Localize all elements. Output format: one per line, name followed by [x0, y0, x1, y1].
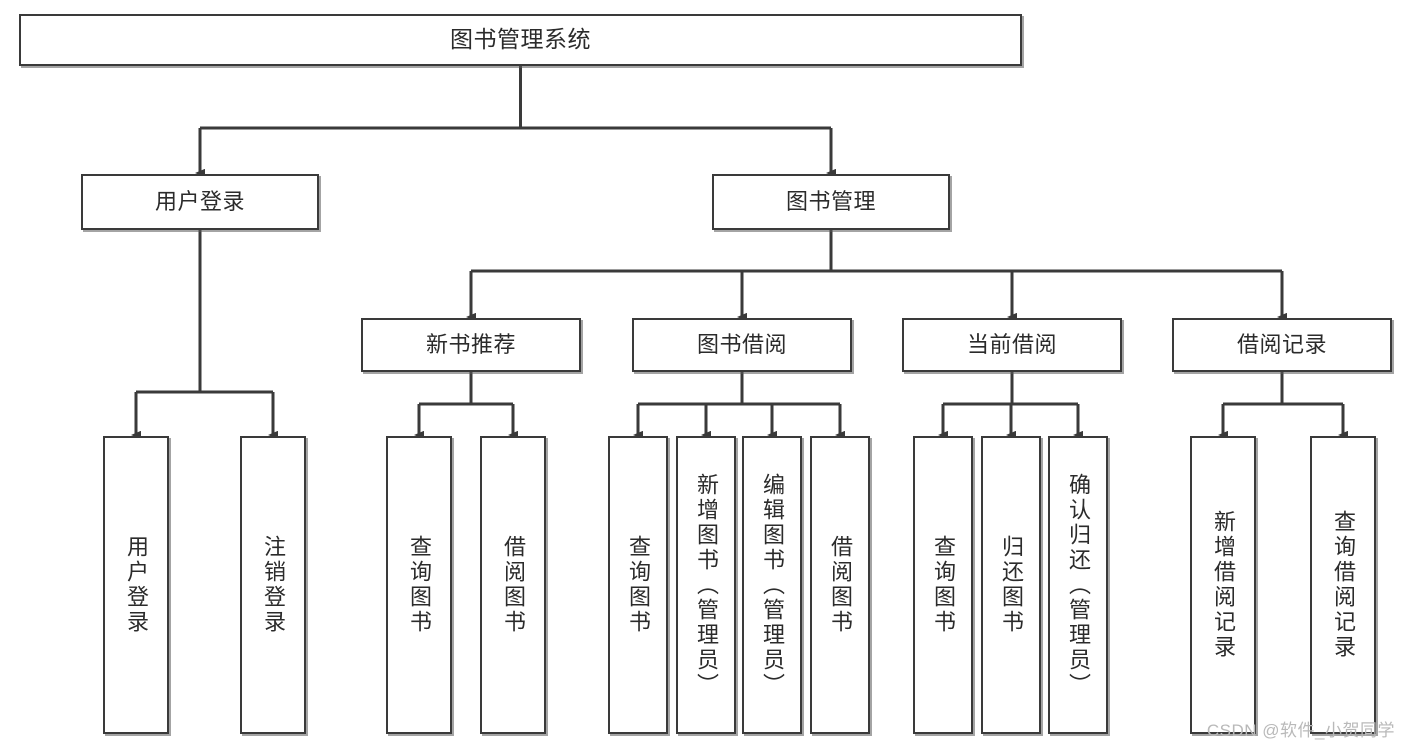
node-label: 图书借阅: [696, 332, 787, 358]
node-label: 借阅图书: [500, 535, 526, 635]
node-query-borrow-record[interactable]: 查询借阅记录: [1310, 436, 1376, 734]
node-new-book-rec[interactable]: 新书推荐: [361, 318, 581, 372]
node-query-book-borrow[interactable]: 查询图书: [608, 436, 668, 734]
node-label: 用户登录: [154, 189, 245, 215]
node-edit-book-admin[interactable]: 编辑图书（管理员）: [742, 436, 802, 734]
node-label: 查询借阅记录: [1330, 510, 1356, 660]
node-query-book-rec[interactable]: 查询图书: [386, 436, 452, 734]
node-confirm-return-admin[interactable]: 确认归还（管理员）: [1048, 436, 1108, 734]
node-user-login[interactable]: 用户登录: [81, 174, 319, 230]
node-add-borrow-record[interactable]: 新增借阅记录: [1190, 436, 1256, 734]
node-label: 图书管理系统: [450, 26, 591, 53]
node-user-logout[interactable]: 注销登录: [240, 436, 306, 734]
node-label: 图书管理: [785, 189, 876, 215]
node-label: 查询图书: [930, 535, 956, 635]
node-label: 用户登录: [123, 535, 149, 635]
node-label: 新增图书（管理员）: [693, 472, 719, 698]
node-return-book[interactable]: 归还图书: [981, 436, 1041, 734]
node-label: 借阅记录: [1236, 332, 1327, 358]
node-query-book-current[interactable]: 查询图书: [913, 436, 973, 734]
node-root[interactable]: 图书管理系统: [19, 14, 1022, 66]
node-label: 编辑图书（管理员）: [759, 472, 785, 698]
node-book-manage[interactable]: 图书管理: [712, 174, 950, 230]
node-label: 当前借阅: [966, 332, 1057, 358]
node-label: 查询图书: [625, 535, 651, 635]
node-label: 查询图书: [406, 535, 432, 635]
node-label: 注销登录: [260, 535, 286, 635]
node-label: 新书推荐: [425, 332, 516, 358]
node-user-login-do[interactable]: 用户登录: [103, 436, 169, 734]
node-current-borrow[interactable]: 当前借阅: [902, 318, 1122, 372]
watermark-label: CSDN @软件_小贺同学: [1206, 721, 1395, 740]
node-borrow-book-rec[interactable]: 借阅图书: [480, 436, 546, 734]
node-label: 确认归还（管理员）: [1065, 472, 1091, 698]
node-label: 借阅图书: [827, 535, 853, 635]
node-add-book-admin[interactable]: 新增图书（管理员）: [676, 436, 736, 734]
node-label: 归还图书: [998, 535, 1024, 635]
node-label: 新增借阅记录: [1210, 510, 1236, 660]
node-borrow-record[interactable]: 借阅记录: [1172, 318, 1392, 372]
node-book-borrow[interactable]: 图书借阅: [632, 318, 852, 372]
node-borrow-book-do[interactable]: 借阅图书: [810, 436, 870, 734]
